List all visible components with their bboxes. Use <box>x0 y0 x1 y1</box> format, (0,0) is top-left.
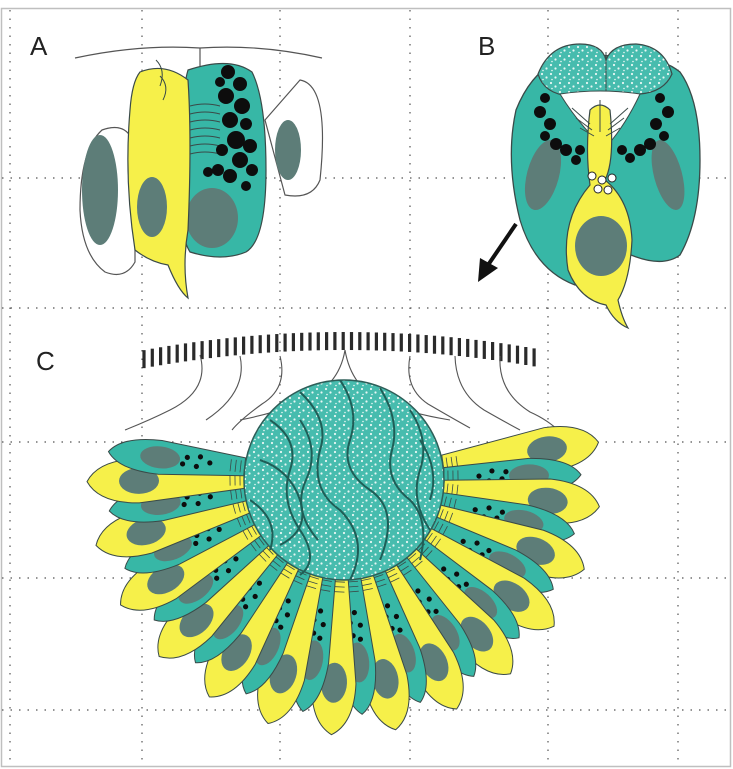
panel-b-label: B <box>478 31 495 61</box>
mucus-ball <box>244 380 444 580</box>
panel-a-label: A <box>30 31 48 61</box>
panel-c-label: C <box>36 346 55 376</box>
